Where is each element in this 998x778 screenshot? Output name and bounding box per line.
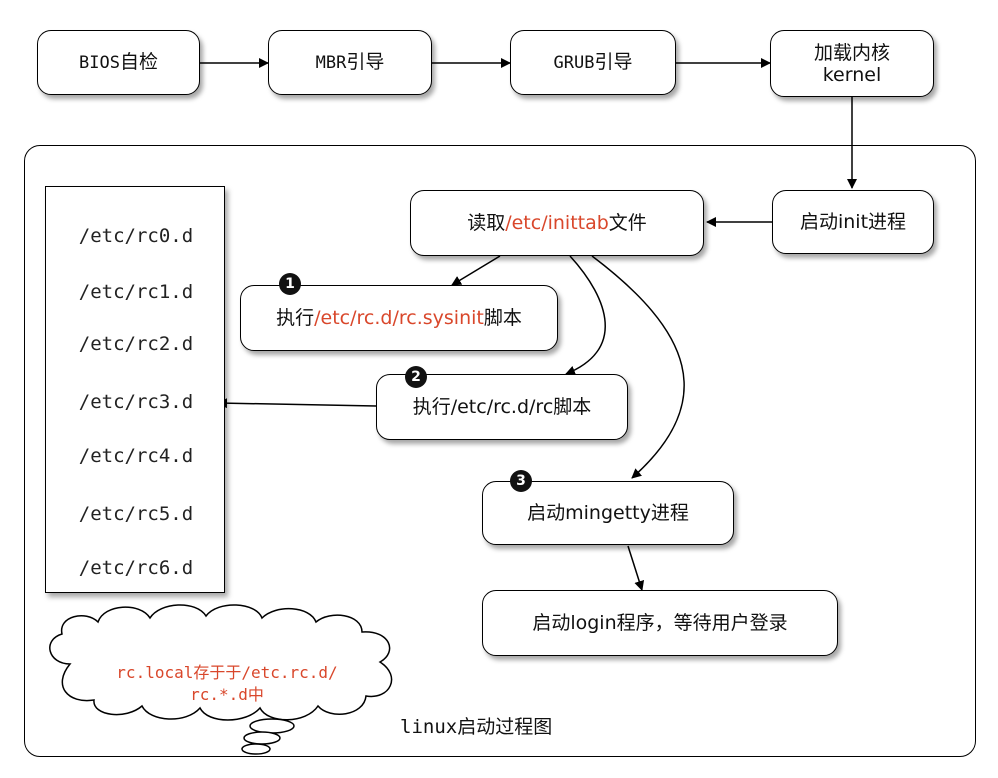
rc-dir-item: /etc/rc1.d xyxy=(78,281,194,303)
sysinit-label-prefix: 执行 xyxy=(276,307,315,329)
bios-label-code: BIOS xyxy=(79,53,120,73)
kernel-label-line2: kernel xyxy=(822,63,882,86)
step-3-badge: 3 xyxy=(510,470,532,492)
arrow-step2-rc3 xyxy=(217,398,377,409)
cloud-note-line2: rc.*.d中 xyxy=(190,685,264,704)
rc-dir-item: /etc/rc0.d xyxy=(78,225,194,247)
mingetty-label: 启动mingetty进程 xyxy=(527,502,689,524)
inittab-label-prefix: 读取 xyxy=(467,212,506,234)
arrow-step3-login xyxy=(627,545,645,591)
step-1-badge: 1 xyxy=(279,273,301,295)
arrow-inittab-step2 xyxy=(565,255,606,376)
bios-node: BIOS自检 xyxy=(37,30,200,95)
inittab-label-suffix: 文件 xyxy=(608,212,647,234)
rc-directory-panel: /etc/rc0.d /etc/rc1.d /etc/rc2.d /etc/rc… xyxy=(45,186,225,593)
login-label: 启动login程序，等待用户登录 xyxy=(532,612,788,634)
rc-dir-item: /etc/rc4.d xyxy=(78,445,194,467)
mbr-node: MBR引导 xyxy=(268,30,432,95)
kernel-node: 加载内核 kernel xyxy=(770,30,934,97)
step-2-badge: 2 xyxy=(405,366,427,388)
cloud-shape xyxy=(49,604,393,755)
arrow-inittab-step1 xyxy=(451,255,501,286)
init-stage-frame xyxy=(24,145,976,757)
init-node: 启动init进程 xyxy=(772,190,934,254)
login-node: 启动login程序，等待用户登录 xyxy=(482,590,838,656)
mbr-label-text: 引导 xyxy=(346,51,385,73)
diagram-caption: linux启动过程图 xyxy=(400,716,553,738)
bios-label-text: 自检 xyxy=(119,51,158,73)
rc-script-label: 执行/etc/rc.d/rc脚本 xyxy=(412,396,592,418)
mingetty-node: 启动mingetty进程 xyxy=(482,481,734,545)
grub-node: GRUB引导 xyxy=(510,30,676,95)
inittab-label-path: /etc/inittab xyxy=(505,212,609,234)
rc-dir-item-highlighted: /etc/rc3.d xyxy=(78,391,194,413)
init-label: 启动init进程 xyxy=(799,211,907,233)
arrow-inittab-step3 xyxy=(591,255,685,479)
sysinit-label-suffix: 脚本 xyxy=(483,307,522,329)
cloud-note-line1: rc.local存于于/etc.rc.d/ xyxy=(116,663,338,682)
grub-label-text: 引导 xyxy=(594,51,633,73)
cloud-note: rc.local存于于/etc.rc.d/ rc.*.d中 xyxy=(62,662,392,706)
inittab-node: 读取/etc/inittab文件 xyxy=(410,190,704,256)
mbr-label-code: MBR xyxy=(315,53,347,73)
rc-sysinit-node: 执行/etc/rc.d/rc.sysinit脚本 xyxy=(240,285,558,351)
rc-dir-item: /etc/rc6.d xyxy=(78,557,194,579)
rc-dir-item: /etc/rc2.d xyxy=(78,333,194,355)
grub-label-code: GRUB xyxy=(553,53,595,73)
kernel-label-line1: 加载内核 xyxy=(813,41,890,64)
rc-dir-item: /etc/rc5.d xyxy=(78,503,194,525)
sysinit-label-path: /etc/rc.d/rc.sysinit xyxy=(314,307,484,329)
